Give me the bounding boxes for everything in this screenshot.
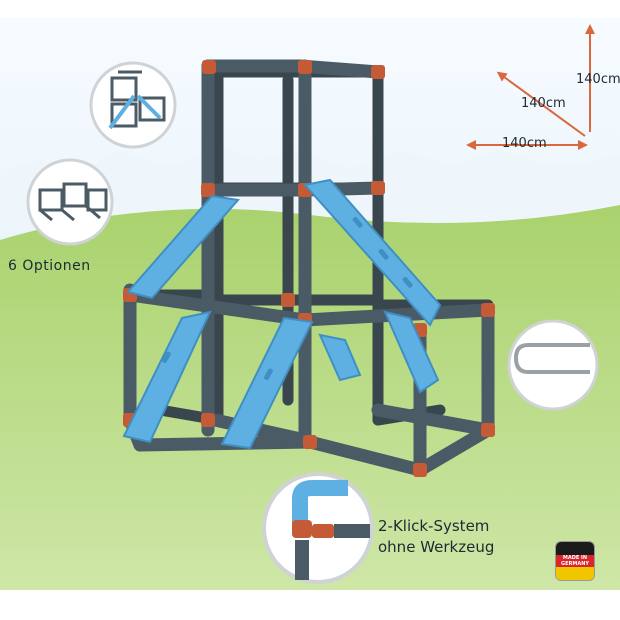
options-label: 6 Optionen: [8, 258, 91, 274]
climbing-frame: [122, 59, 495, 477]
height-dimension-label: 140cm: [576, 72, 620, 87]
u-pin-icon: [507, 319, 599, 411]
click-system-line2: ohne Werkzeug: [378, 538, 495, 556]
click-system-label: 2-Klick-System ohne Werkzeug: [378, 516, 494, 558]
climbing-slides: [122, 178, 442, 450]
dimension-arrows: [466, 24, 595, 150]
slide-grips: [162, 216, 413, 380]
made-in-germany-badge: MADE IN GERMANY: [560, 555, 590, 567]
depth-dimension-label: 140cm: [521, 96, 566, 111]
width-dimension-label: 140cm: [502, 136, 547, 151]
depth-arrow: [496, 71, 586, 137]
frame-config-alt-icon: [26, 158, 114, 246]
germany-flag-icon: MADE IN GERMANY: [556, 542, 594, 580]
bottom-margin: [0, 590, 620, 620]
click-system-line1: 2-Klick-System: [378, 517, 490, 535]
frame-config-icon: [89, 61, 177, 149]
frame-connectors: [123, 60, 495, 477]
connector-closeup-icon: [262, 472, 374, 584]
